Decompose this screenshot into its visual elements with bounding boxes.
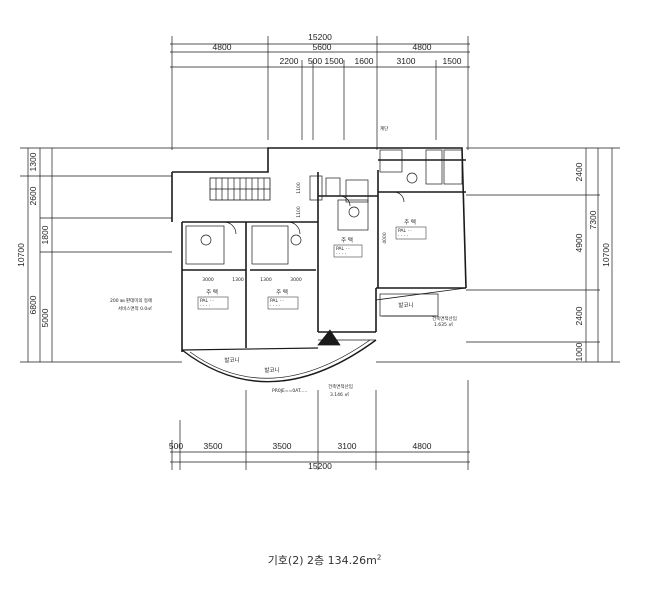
unit-row: PAL · · [336,246,350,252]
plan-caption: 기호(2) 2층 134.26m2 [0,552,649,568]
right-dim-mid: 7300 [588,210,598,229]
top-dim-2: 5600 [313,42,332,52]
left-dim-1: 1300 [28,152,38,171]
right-dim-3: 2400 [574,306,584,325]
top-dim-1: 4800 [213,42,232,52]
bottom-dim-1: 500 [169,441,183,451]
area-note-1: 건축면적산입 [328,383,353,390]
top-dim-8: 3100 [397,56,416,66]
inner-dim-2: 1300 [232,277,244,283]
top-dim-9: 1500 [443,56,462,66]
inner-dim-3: 1300 [260,277,272,283]
unit-name: 주 택 [276,289,288,296]
unit-name: 주 택 [341,237,353,244]
right-dim-2: 4900 [574,233,584,252]
balcony-label-1: 발코니 [224,356,239,364]
balcony-label-2: 발코니 [264,366,279,374]
top-dim-5: 500 [308,56,322,66]
area-note-2: 3.146 ㎡ [330,391,349,398]
left-dim-mid: 6800 [28,295,38,314]
plan-caption-sup: 2 [376,553,382,562]
left-dim-outer: 10700 [16,243,26,267]
right-dim-4: 1000 [574,342,584,361]
bottom-dim-5: 4800 [413,441,432,451]
inner-dim-1: 3000 [202,277,214,283]
unit-row: PAL · · [270,298,284,304]
inner-dim-7: 4000 [382,232,388,244]
top-dim-7: 1600 [355,56,374,66]
left-dim-2: 2600 [28,186,38,205]
right-dim-outer: 10700 [601,243,611,267]
area-note-3: 건축면적산입 [432,315,457,322]
plan-caption-text: 기호(2) 2층 134.26m [267,554,377,567]
unit-row: PAL · · [200,298,214,304]
bottom-dim-4: 3100 [338,441,357,451]
unit-label-2: 주 택 PAL · · · · · · [267,289,299,310]
unit-row: · · · · [336,252,346,257]
left-note-1: 200 ㎜ 판데미의 등에 [110,297,152,304]
inner-dim-6: 1100 [296,182,302,194]
unit-label-4: 주 택 PAL · · · · · · [395,219,427,240]
bottom-dim-2: 3500 [204,441,223,451]
unit-name: 주 택 [206,289,218,296]
area-note-4: 1.635 ㎡ [434,321,453,328]
top-dim-6: 1500 [325,56,344,66]
inner-dim-5: 1100 [296,206,302,218]
unit-row: · · · · [270,304,280,309]
unit-label-3: 주 택 PAL · · · · · · [333,237,363,258]
top-dim-3: 4800 [413,42,432,52]
stair-note: 계단 [380,125,388,132]
unit-row: PAL · · [398,228,412,234]
left-dim-3: 1800 [40,225,50,244]
bottom-note: PR0JE==0AT..... [272,388,307,394]
top-dim-4: 2200 [280,56,299,66]
unit-row: · · · · [200,304,210,309]
unit-label-1: 주 택 PAL · · · · · · [197,289,229,310]
unit-name: 주 택 [404,219,416,226]
right-dim-1: 2400 [574,162,584,181]
left-dim-4: 5000 [40,308,50,327]
top-dim-total: 15200 [308,32,332,42]
bottom-dim-total: 15200 [308,461,332,471]
bottom-dim-3: 3500 [273,441,292,451]
left-note-2: 서비스면적 0.0㎡ [118,305,152,312]
balcony-label-3: 발코니 [398,301,413,309]
unit-row: · · · · [398,234,408,239]
inner-dim-4: 3000 [290,277,302,283]
